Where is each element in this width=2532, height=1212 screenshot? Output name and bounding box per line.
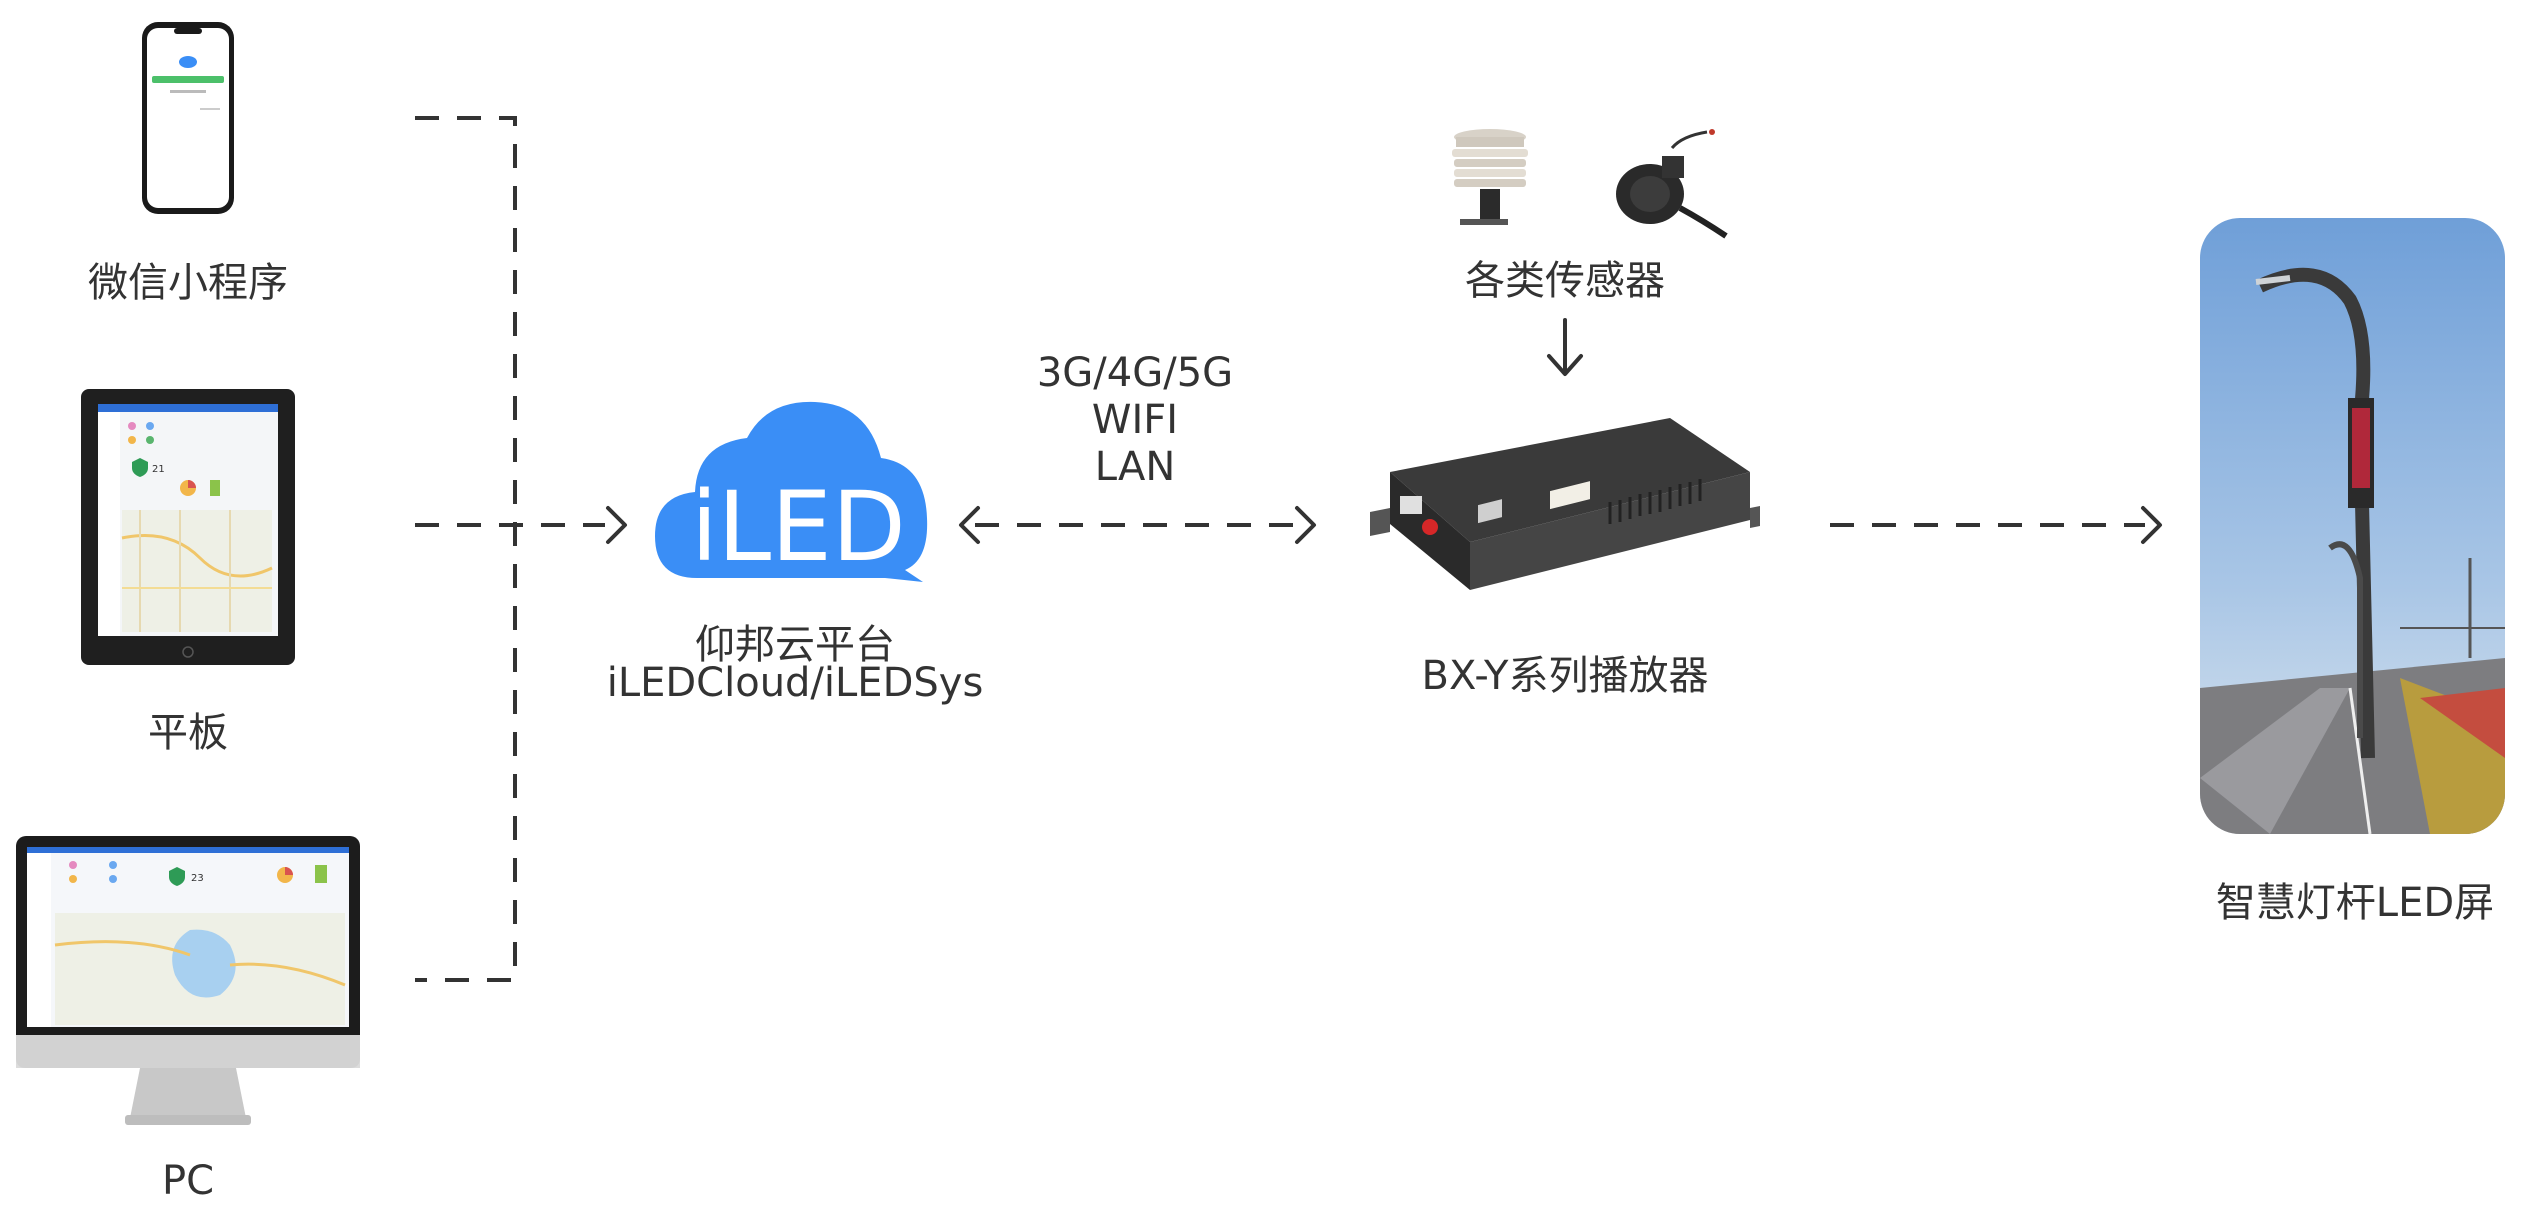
smart-pole-photo	[2200, 218, 2505, 834]
svg-text:23: 23	[191, 873, 204, 884]
arrow-left-icon	[959, 506, 980, 544]
cloud-logo-text: iLED	[691, 471, 906, 583]
tablet-label: 平板	[148, 710, 228, 756]
arrow-right-icon	[606, 506, 627, 544]
client-bracket-line	[415, 116, 517, 982]
weather-sensor-icon	[1440, 125, 1540, 237]
network-wifi: WIFI	[1091, 397, 1179, 443]
svg-text:21: 21	[152, 464, 165, 475]
arrow-right-icon	[2141, 506, 2162, 544]
phone-device	[140, 20, 236, 216]
cloud-system: iLEDCloud/iLEDSys	[606, 660, 984, 706]
network-lan: LAN	[1094, 444, 1176, 490]
sensors-label: 各类传感器	[1465, 258, 1665, 304]
mini-program-label: 微信小程序	[88, 260, 288, 306]
network-mobile: 3G/4G/5G	[1036, 350, 1234, 396]
player-device	[1370, 412, 1760, 592]
screen-label: 智慧灯杆LED屏	[2215, 880, 2495, 926]
arrow-right-icon	[1295, 506, 1316, 544]
arrow-down-icon	[1547, 354, 1583, 376]
cable-sensor-icon	[1602, 128, 1732, 240]
cloud-name: 仰邦云平台	[695, 622, 895, 668]
pc-label: PC	[161, 1158, 215, 1204]
player-label: BX-Y系列播放器	[1421, 653, 1709, 699]
iled-cloud-logo: iLED	[655, 400, 935, 585]
pc-monitor: 23	[15, 835, 361, 1129]
tablet-device: 21	[80, 388, 296, 666]
